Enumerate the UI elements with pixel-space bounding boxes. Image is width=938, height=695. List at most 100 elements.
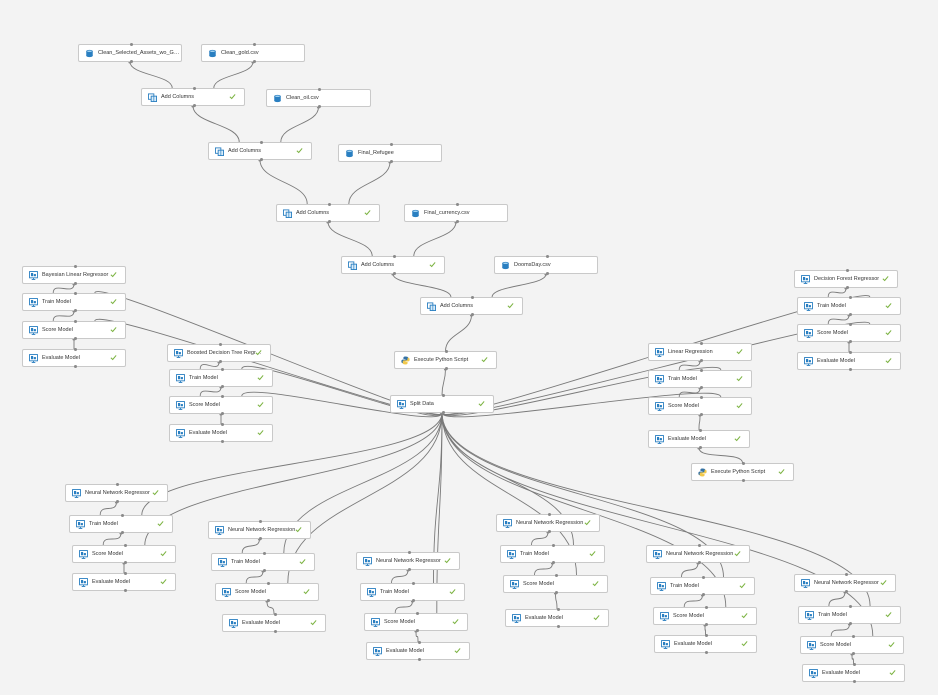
module-node[interactable]: Evaluate Model <box>169 423 273 443</box>
module-node[interactable]: Score Model <box>215 582 319 602</box>
output-port[interactable] <box>252 60 256 63</box>
input-port[interactable] <box>697 544 701 547</box>
module-node[interactable]: Neural Network Regressor <box>794 573 896 593</box>
module-node[interactable]: Add Columns <box>208 141 312 161</box>
module-node[interactable]: Execute Python Script <box>394 350 497 370</box>
module-node[interactable]: DoomsDay.csv <box>494 255 598 275</box>
connection-line[interactable] <box>348 161 391 205</box>
module-node[interactable]: Evaluate Model <box>654 634 757 654</box>
output-port[interactable] <box>699 359 703 362</box>
output-port[interactable] <box>259 537 262 540</box>
input-port[interactable] <box>853 663 856 666</box>
connection-line[interactable] <box>681 562 699 578</box>
output-port[interactable] <box>742 479 745 482</box>
module-node[interactable]: Clean_gold.csv <box>201 43 305 63</box>
input-port[interactable] <box>445 350 448 353</box>
input-port[interactable] <box>123 572 127 575</box>
output-port[interactable] <box>220 412 224 415</box>
input-port[interactable] <box>844 573 848 576</box>
connection-line[interactable] <box>555 592 558 610</box>
module-node[interactable]: Score Model <box>169 395 273 415</box>
output-port[interactable] <box>192 104 196 107</box>
output-port[interactable] <box>120 531 124 534</box>
input-port[interactable] <box>845 269 849 272</box>
module-node[interactable]: Score Model <box>503 574 608 594</box>
input-port[interactable] <box>192 87 196 90</box>
output-port[interactable] <box>259 158 263 161</box>
input-port[interactable] <box>699 396 703 399</box>
output-port[interactable] <box>417 658 421 661</box>
connection-line[interactable] <box>698 414 701 431</box>
connection-line[interactable] <box>698 447 743 464</box>
output-port[interactable] <box>844 590 848 593</box>
output-port[interactable] <box>218 360 222 363</box>
module-node[interactable]: Train Model <box>648 369 752 389</box>
output-port[interactable] <box>415 629 419 632</box>
module-node[interactable]: Score Model <box>648 396 752 416</box>
module-node[interactable]: Train Model <box>22 292 126 312</box>
input-port[interactable] <box>123 544 127 547</box>
input-port[interactable] <box>441 394 445 397</box>
module-node[interactable]: Score Model <box>653 606 757 626</box>
module-node[interactable]: Final_currency.csv <box>404 203 508 223</box>
module-node[interactable]: Train Model <box>500 544 605 564</box>
input-port[interactable] <box>704 606 708 609</box>
module-node[interactable]: Neural Network Regression <box>496 513 600 533</box>
connection-line[interactable] <box>199 386 222 397</box>
connection-line[interactable] <box>241 538 260 554</box>
module-node[interactable]: Evaluate Model <box>648 429 750 449</box>
input-port[interactable] <box>218 343 222 346</box>
input-port[interactable] <box>392 255 396 258</box>
input-port[interactable] <box>73 320 77 323</box>
output-port[interactable] <box>441 411 445 414</box>
output-port[interactable] <box>266 599 270 602</box>
output-port[interactable] <box>262 569 266 572</box>
output-port[interactable] <box>849 622 852 625</box>
module-node[interactable]: Evaluate Model <box>222 613 326 633</box>
connection-line[interactable] <box>199 361 220 370</box>
output-port[interactable] <box>220 385 224 388</box>
output-port[interactable] <box>389 160 393 163</box>
connection-line[interactable] <box>245 570 264 584</box>
input-port[interactable] <box>262 552 266 555</box>
output-port[interactable] <box>702 593 705 596</box>
output-port[interactable] <box>445 367 448 370</box>
module-node[interactable]: Evaluate Model <box>22 348 126 368</box>
output-port[interactable] <box>392 272 396 275</box>
output-port[interactable] <box>697 561 701 564</box>
module-node[interactable]: Decision Forest Regressor <box>794 269 898 289</box>
input-port[interactable] <box>266 582 270 585</box>
input-port[interactable] <box>412 582 415 585</box>
module-node[interactable]: Train Model <box>797 296 901 316</box>
output-port[interactable] <box>471 313 474 316</box>
output-port[interactable] <box>116 500 119 503</box>
output-port[interactable] <box>848 340 852 343</box>
connection-line[interactable] <box>99 501 117 516</box>
connection-line[interactable] <box>280 106 319 143</box>
output-port[interactable] <box>318 105 321 108</box>
output-port[interactable] <box>704 623 708 626</box>
module-node[interactable]: Evaluate Model <box>72 572 176 592</box>
output-port[interactable] <box>848 313 852 316</box>
input-port[interactable] <box>699 369 703 372</box>
connection-line[interactable] <box>413 221 457 257</box>
output-port[interactable] <box>73 309 77 312</box>
connection-line[interactable] <box>392 273 452 298</box>
output-port[interactable] <box>412 599 415 602</box>
output-port[interactable] <box>556 625 560 628</box>
module-node[interactable]: Add Columns <box>420 296 523 316</box>
module-node[interactable]: Train Model <box>169 368 273 388</box>
input-port[interactable] <box>699 342 703 345</box>
module-node[interactable]: Neural Network Regression <box>646 544 750 564</box>
input-port[interactable] <box>698 429 702 432</box>
module-node[interactable]: Final_Refugee <box>338 143 442 163</box>
module-node[interactable]: Train Model <box>360 582 465 602</box>
module-node[interactable]: Score Model <box>364 612 468 632</box>
module-node[interactable]: Split Data <box>390 394 494 414</box>
connection-line[interactable] <box>52 310 75 322</box>
output-port[interactable] <box>545 272 549 275</box>
connection-line[interactable] <box>259 159 308 205</box>
input-port[interactable] <box>327 203 331 206</box>
module-node[interactable]: Clean_Selected_Assets_wo_G… <box>78 43 182 63</box>
module-node[interactable]: Score Model <box>72 544 176 564</box>
